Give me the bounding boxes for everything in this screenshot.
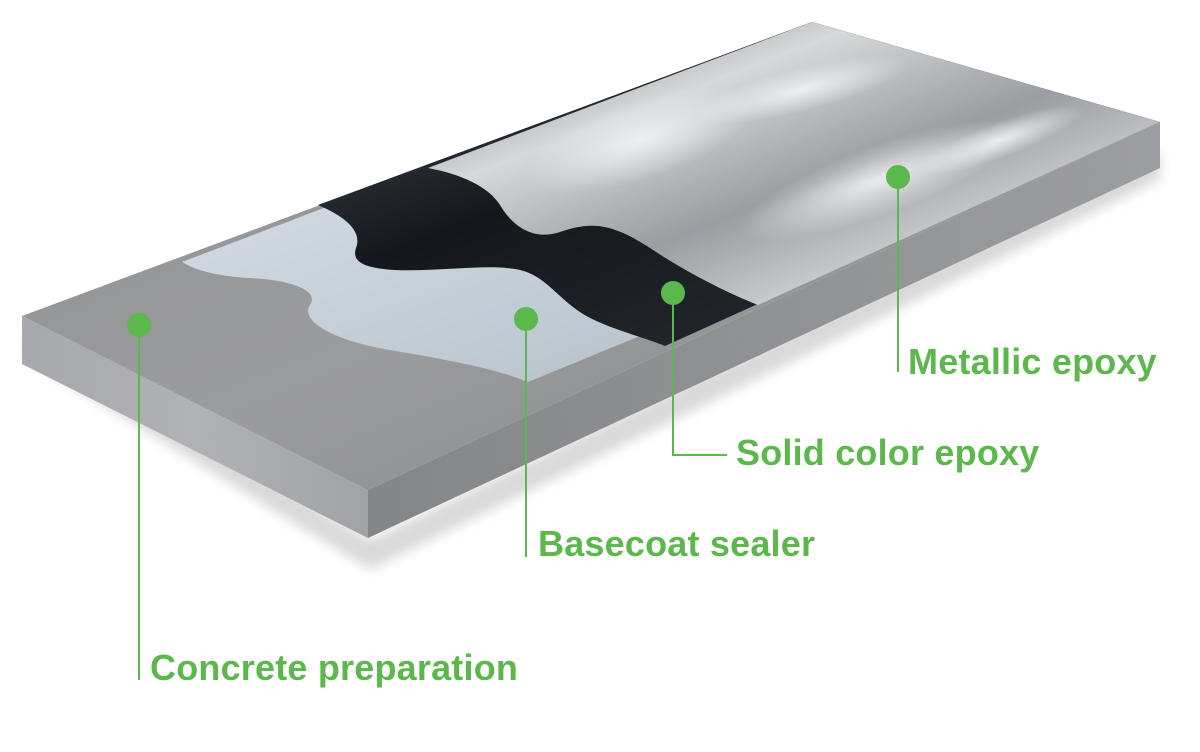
callout-leaders [138, 177, 899, 680]
label-basecoat-sealer: Basecoat sealer [538, 523, 816, 564]
dot-metallic [886, 165, 910, 189]
callout-dots [127, 165, 910, 337]
leader-solid [672, 293, 727, 456]
label-concrete-preparation: Concrete preparation [150, 647, 519, 688]
metallic-swirl [915, 104, 1085, 176]
label-solid-color-epoxy: Solid color epoxy [736, 432, 1040, 473]
slab-front-texture [22, 316, 368, 538]
dot-concrete [127, 313, 151, 337]
slab-side-texture [368, 122, 1160, 538]
metallic-swirl [693, 55, 907, 125]
dot-basecoat [514, 307, 538, 331]
dot-solid [661, 281, 685, 305]
metallic-epoxy-layer [428, 22, 1160, 305]
label-metallic-epoxy: Metallic epoxy [908, 341, 1157, 382]
